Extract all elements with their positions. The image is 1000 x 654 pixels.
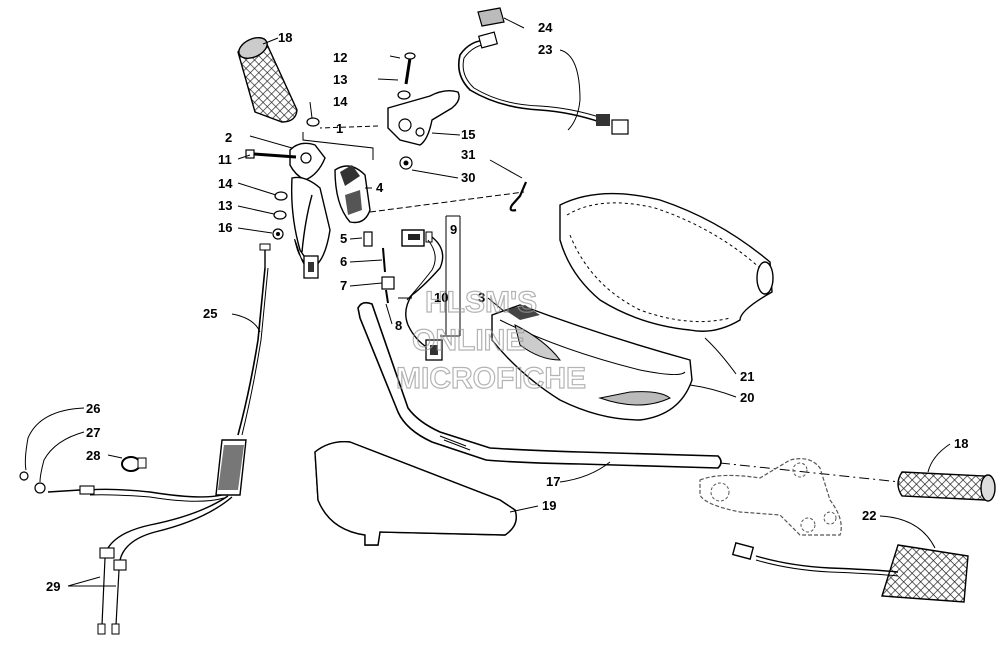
brake-lever-part-15 bbox=[387, 89, 460, 146]
watermark: HLSM'S ONLINE MICROFICHE bbox=[395, 285, 586, 395]
screw-part-6 bbox=[382, 247, 386, 273]
throttle-cable-part-25 bbox=[47, 243, 271, 635]
handlebar-pad-part-21 bbox=[559, 192, 774, 332]
washer-part-14 bbox=[306, 117, 320, 127]
callout-10: 10 bbox=[434, 290, 448, 305]
callout-18-right: 18 bbox=[954, 436, 968, 451]
leader-lines bbox=[24, 17, 951, 587]
callout-13-left: 13 bbox=[218, 198, 232, 213]
handlebar-part-17 bbox=[357, 301, 722, 469]
callout-1: 1 bbox=[336, 121, 343, 136]
callout-5: 5 bbox=[340, 231, 347, 246]
callout-21: 21 bbox=[740, 369, 754, 384]
callout-9: 9 bbox=[450, 222, 457, 237]
callout-7: 7 bbox=[340, 278, 347, 293]
grip-right-part-18 bbox=[897, 471, 996, 502]
callout-18-left: 18 bbox=[278, 30, 292, 45]
handlebar-pad-part-19 bbox=[314, 441, 517, 546]
bolt-part-11 bbox=[245, 149, 297, 159]
callout-22: 22 bbox=[862, 508, 876, 523]
callout-31: 31 bbox=[461, 147, 475, 162]
callout-13-top: 13 bbox=[333, 72, 347, 87]
callout-28: 28 bbox=[86, 448, 100, 463]
callout-14-left: 14 bbox=[218, 176, 233, 191]
callout-11: 11 bbox=[218, 152, 232, 167]
washer-part-13 bbox=[397, 90, 411, 100]
callout-25: 25 bbox=[203, 306, 217, 321]
watermark-line-3: MICROFICHE bbox=[396, 362, 586, 395]
callout-3: 3 bbox=[478, 290, 485, 305]
callout-4: 4 bbox=[376, 180, 384, 195]
handlebar-cover-part-20 bbox=[491, 304, 693, 421]
clip-part-7 bbox=[381, 276, 395, 290]
watermark-line-2: ONLINE bbox=[412, 324, 525, 357]
washer-part-14-left bbox=[274, 191, 288, 201]
watermark-line-1: HLSM'S bbox=[425, 286, 537, 319]
spring-part-5 bbox=[363, 231, 373, 247]
callout-26: 26 bbox=[86, 401, 100, 416]
callout-16: 16 bbox=[218, 220, 232, 235]
callout-29: 29 bbox=[46, 579, 60, 594]
nut-part-16 bbox=[272, 228, 284, 240]
callout-14-top: 14 bbox=[333, 94, 348, 109]
switch-part-9 bbox=[401, 229, 433, 247]
washer-part-13-left bbox=[273, 210, 287, 220]
connector-part-10 bbox=[425, 339, 443, 361]
callout-27: 27 bbox=[86, 425, 100, 440]
connector-part-24 bbox=[477, 7, 505, 27]
throttle-housing-outline bbox=[699, 458, 842, 536]
grip-left-part-18 bbox=[237, 36, 298, 123]
nut-part-30 bbox=[399, 156, 413, 170]
pin-part-31 bbox=[509, 181, 528, 212]
callout-23: 23 bbox=[538, 42, 552, 57]
callout-labels: 18 12 13 14 1 2 11 14 13 16 15 31 30 4 5… bbox=[46, 20, 968, 594]
callout-6: 6 bbox=[340, 254, 347, 269]
callout-2: 2 bbox=[225, 130, 232, 145]
callout-17: 17 bbox=[546, 474, 560, 489]
brake-housing-part-2 bbox=[289, 142, 371, 269]
cap-part-26 bbox=[19, 471, 29, 481]
connector-housing bbox=[303, 255, 319, 279]
bolt-part-12 bbox=[404, 52, 416, 85]
cable-part-23 bbox=[457, 31, 629, 135]
callout-20: 20 bbox=[740, 390, 754, 405]
grip-heater-part-22 bbox=[731, 542, 969, 603]
callout-30: 30 bbox=[461, 170, 475, 185]
callout-24: 24 bbox=[538, 20, 553, 35]
callout-8: 8 bbox=[395, 318, 402, 333]
callout-19: 19 bbox=[542, 498, 556, 513]
ferrule-part-27 bbox=[34, 482, 46, 494]
callout-15: 15 bbox=[461, 127, 475, 142]
callout-12: 12 bbox=[333, 50, 347, 65]
clamp-part-28 bbox=[121, 456, 147, 472]
screw-part-8 bbox=[385, 289, 389, 304]
